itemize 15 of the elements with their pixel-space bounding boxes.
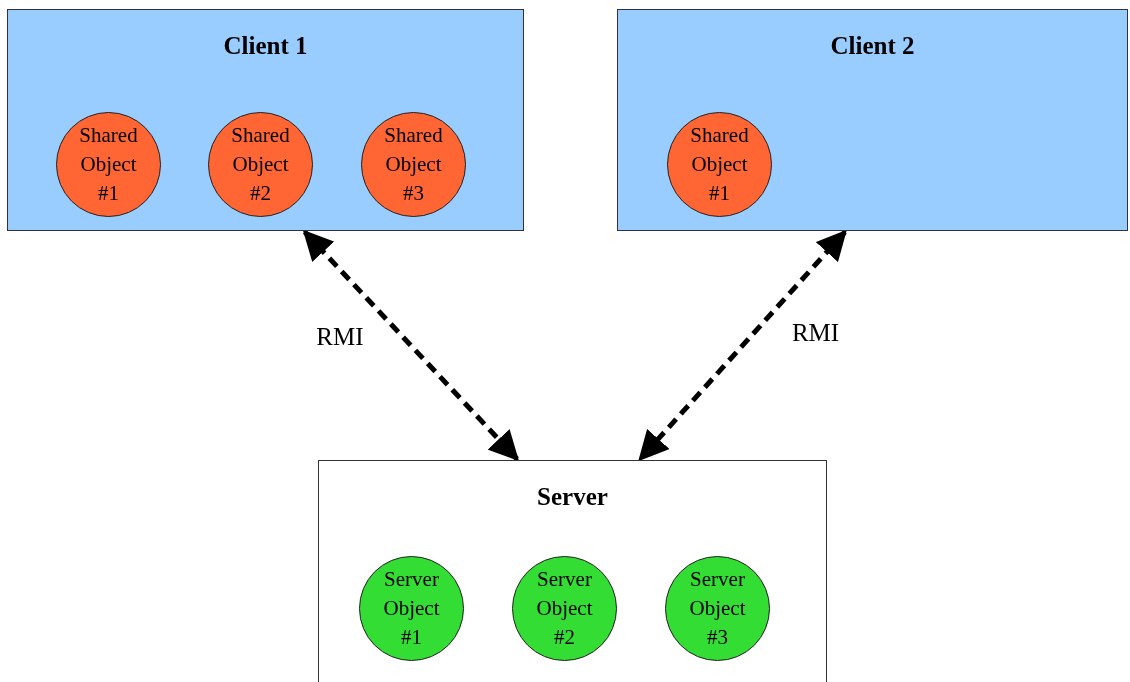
box-title: Client 2 (829, 32, 916, 60)
container-box (7, 9, 524, 231)
container-box (617, 9, 1128, 231)
box-title: Client 1 (222, 32, 309, 60)
box-title: Server (536, 483, 609, 511)
container-box (318, 460, 827, 682)
dashed-double-arrow (638, 229, 847, 462)
dashed-double-arrow (302, 229, 520, 462)
node-label: Shared Object #1 (689, 122, 750, 207)
node-label: Server Object #1 (382, 566, 441, 651)
node-label: Shared Object #3 (383, 122, 444, 207)
node-label: Server Object #2 (535, 566, 594, 651)
node-label: Shared Object #1 (78, 122, 139, 207)
node-label: Shared Object #2 (230, 122, 291, 207)
node-label: Server Object #3 (688, 566, 747, 651)
